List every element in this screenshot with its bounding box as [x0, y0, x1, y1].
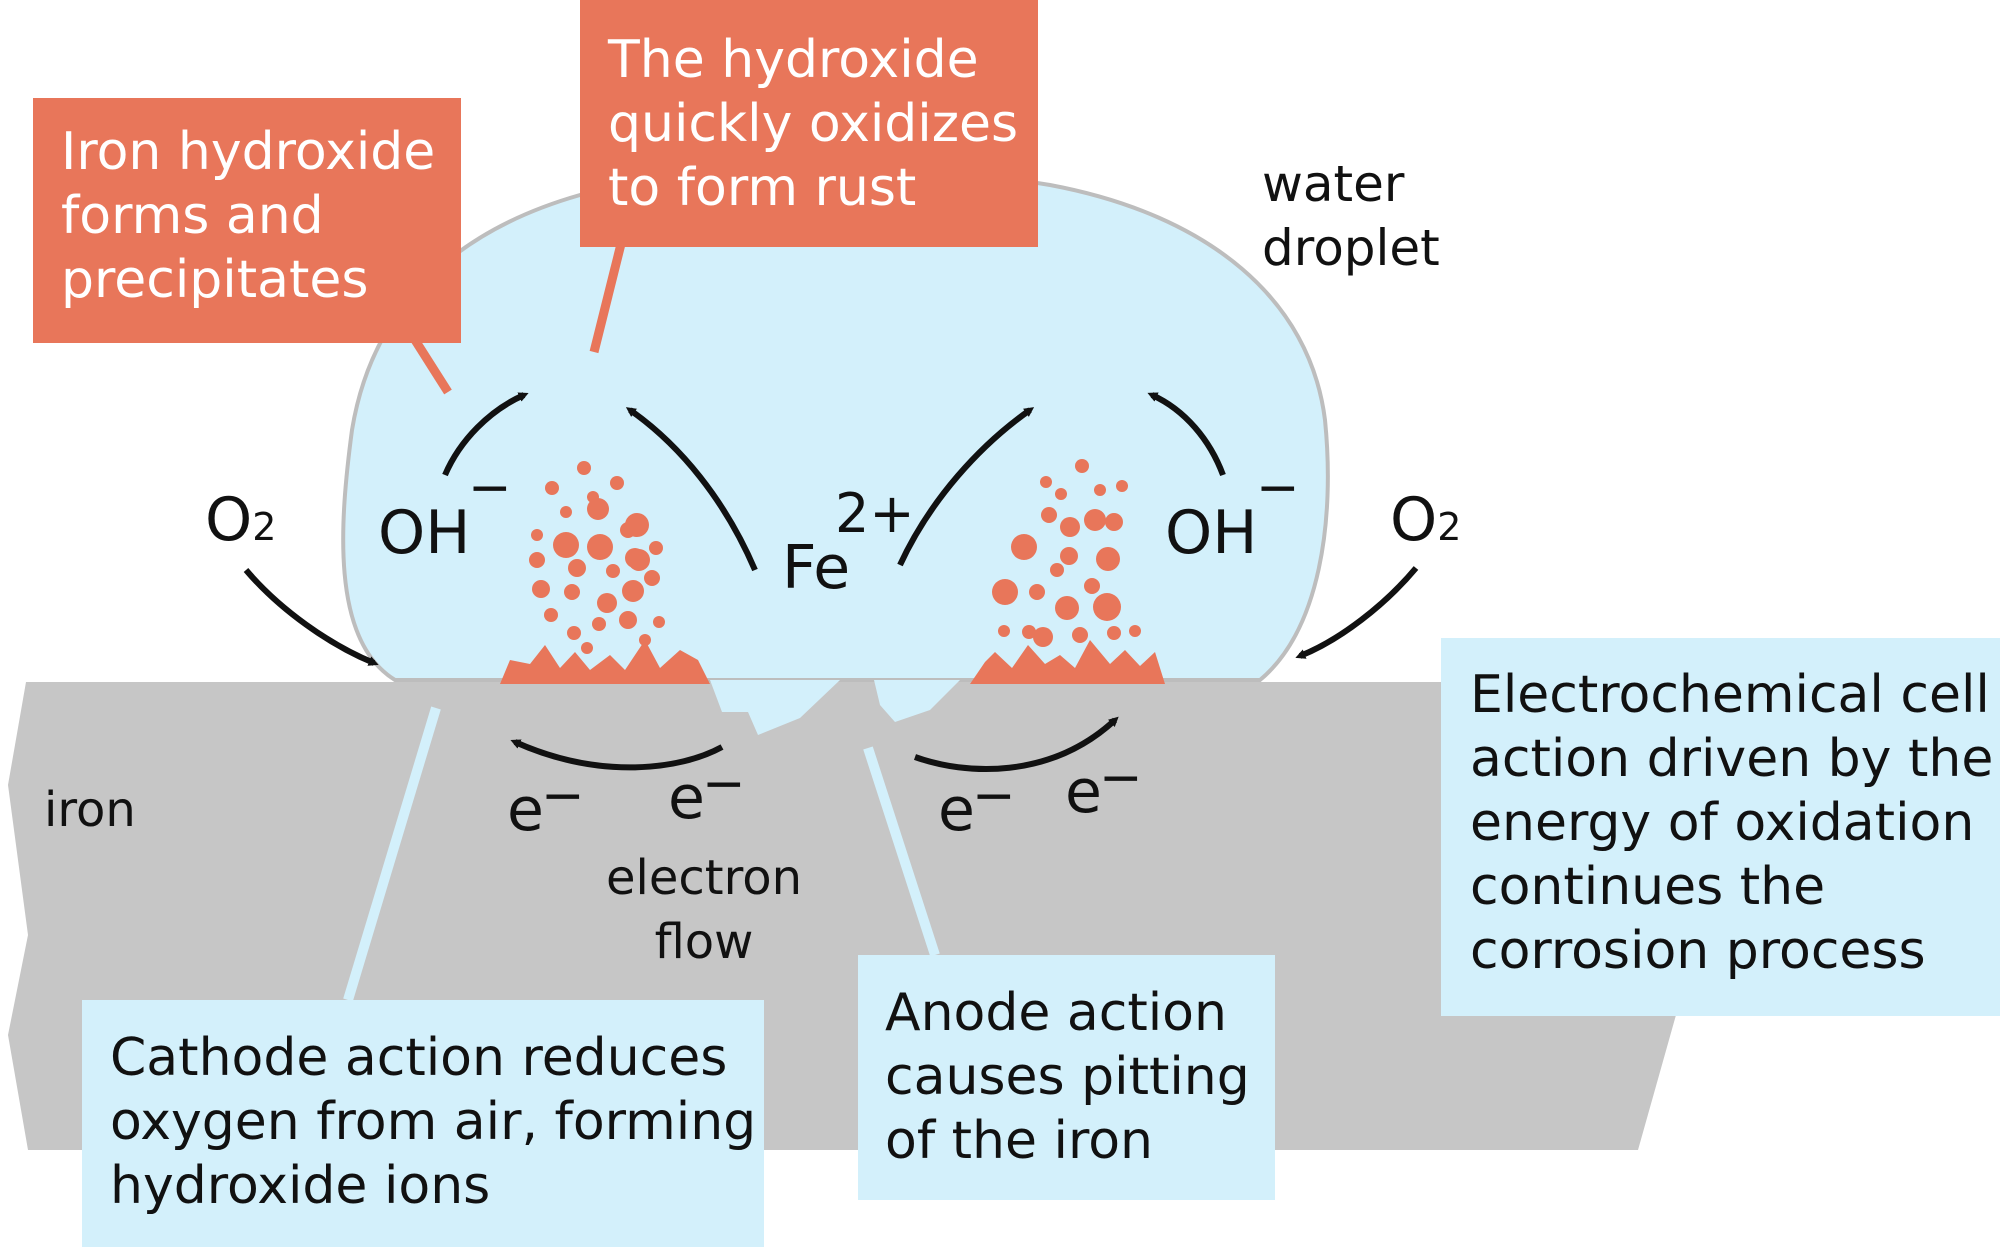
o2-left-base: O: [205, 485, 253, 555]
callout-electrochemical-line-3: energy of oxidation: [1470, 793, 1975, 853]
callout-electrochemical-line-2: action driven by the: [1470, 729, 1994, 789]
callout-cathode-line-3: hydroxide ions: [110, 1156, 491, 1216]
label-electron-2: e: [668, 763, 705, 833]
o2-right-subscript: 2: [1437, 505, 1462, 549]
callout-electrochemical-line-5: corrosion process: [1470, 921, 1926, 981]
rust-particles-left: [529, 461, 665, 654]
label-electron-flow: electron flow: [598, 846, 810, 974]
leader-hydroxide-oxidizes: [589, 238, 627, 354]
callout-electrochemical-line-4: continues the: [1470, 857, 1826, 917]
label-electron-flow-line-1: electron: [605, 850, 803, 906]
callout-hydroxide-oxidizes-line-1: The hydroxide: [608, 30, 979, 90]
callout-iron-hydroxide-line-2: forms and: [61, 186, 324, 246]
callout-anode-line-2: causes pitting: [885, 1047, 1250, 1107]
o2-right-base: O: [1390, 485, 1438, 555]
oh-right-charge: −: [1256, 458, 1300, 518]
callout-cathode-line-2: oxygen from air, forming: [110, 1092, 757, 1152]
label-fe: Fe: [782, 533, 851, 603]
callout-anode-line-3: of the iron: [885, 1111, 1153, 1171]
callout-hydroxide-oxidizes-line-3: to form rust: [608, 158, 917, 218]
arrow-electron-left: [510, 739, 724, 771]
oh-left-charge: −: [468, 458, 512, 518]
callout-cathode-line-1: Cathode action reduces: [110, 1028, 728, 1088]
leader-iron-hydroxide: [411, 337, 452, 395]
arrow-o2-left: [243, 568, 379, 666]
label-o2-left: O2: [205, 490, 276, 557]
electron-4-charge: −: [1099, 748, 1143, 808]
callout-iron-hydroxide-line-3: precipitates: [61, 250, 369, 310]
label-electron-flow-line-2: flow: [654, 914, 754, 970]
callout-electrochemical-line-1: Electrochemical cell: [1470, 665, 1990, 725]
arrow-o2-right: [1295, 566, 1419, 659]
label-o2-right: O2: [1390, 490, 1461, 557]
callout-iron-hydroxide-line-1: Iron hydroxide: [61, 122, 436, 182]
callout-anode: Anode action causes pitting of the iron: [858, 955, 1275, 1200]
label-electron-1: e: [507, 775, 544, 845]
o2-left-subscript: 2: [252, 505, 277, 549]
label-oh-left: OH: [378, 498, 471, 568]
callout-iron-hydroxide: Iron hydroxide forms and precipitates: [33, 98, 461, 343]
anode-pit: [710, 680, 960, 735]
arrow-oh-left: [442, 392, 529, 477]
rust-deposit-right: [970, 640, 1165, 684]
leader-cathode: [343, 706, 441, 1002]
reaction-arrows: [243, 392, 1419, 773]
callout-hydroxide-oxidizes: The hydroxide quickly oxidizes to form r…: [580, 0, 1038, 247]
rust-deposit-left: [500, 640, 710, 684]
electron-3-charge: −: [972, 766, 1016, 826]
rust-particles-right: [992, 459, 1141, 647]
label-water-droplet-line-2: droplet: [1262, 219, 1440, 277]
electron-1-charge: −: [541, 766, 585, 826]
label-electron-3: e: [938, 775, 975, 845]
arrow-electron-right: [913, 716, 1119, 773]
leader-anode: [863, 746, 940, 957]
arrow-fe-left: [625, 407, 758, 572]
electron-2-charge: −: [702, 754, 746, 814]
label-electron-4: e: [1065, 757, 1102, 827]
arrow-oh-right: [1147, 392, 1226, 477]
label-water-droplet-line-1: water: [1262, 155, 1405, 213]
callout-electrochemical: Electrochemical cell action driven by th…: [1441, 638, 2000, 1016]
callout-anode-line-1: Anode action: [885, 983, 1227, 1043]
label-iron: iron: [44, 782, 136, 838]
callout-hydroxide-oxidizes-line-2: quickly oxidizes: [608, 94, 1019, 154]
callout-cathode: Cathode action reduces oxygen from air, …: [82, 1000, 764, 1247]
label-water-droplet: water droplet: [1262, 152, 1440, 280]
fe-charge: 2+: [835, 482, 915, 545]
arrow-fe-right: [897, 407, 1035, 567]
label-oh-right: OH: [1165, 498, 1258, 568]
